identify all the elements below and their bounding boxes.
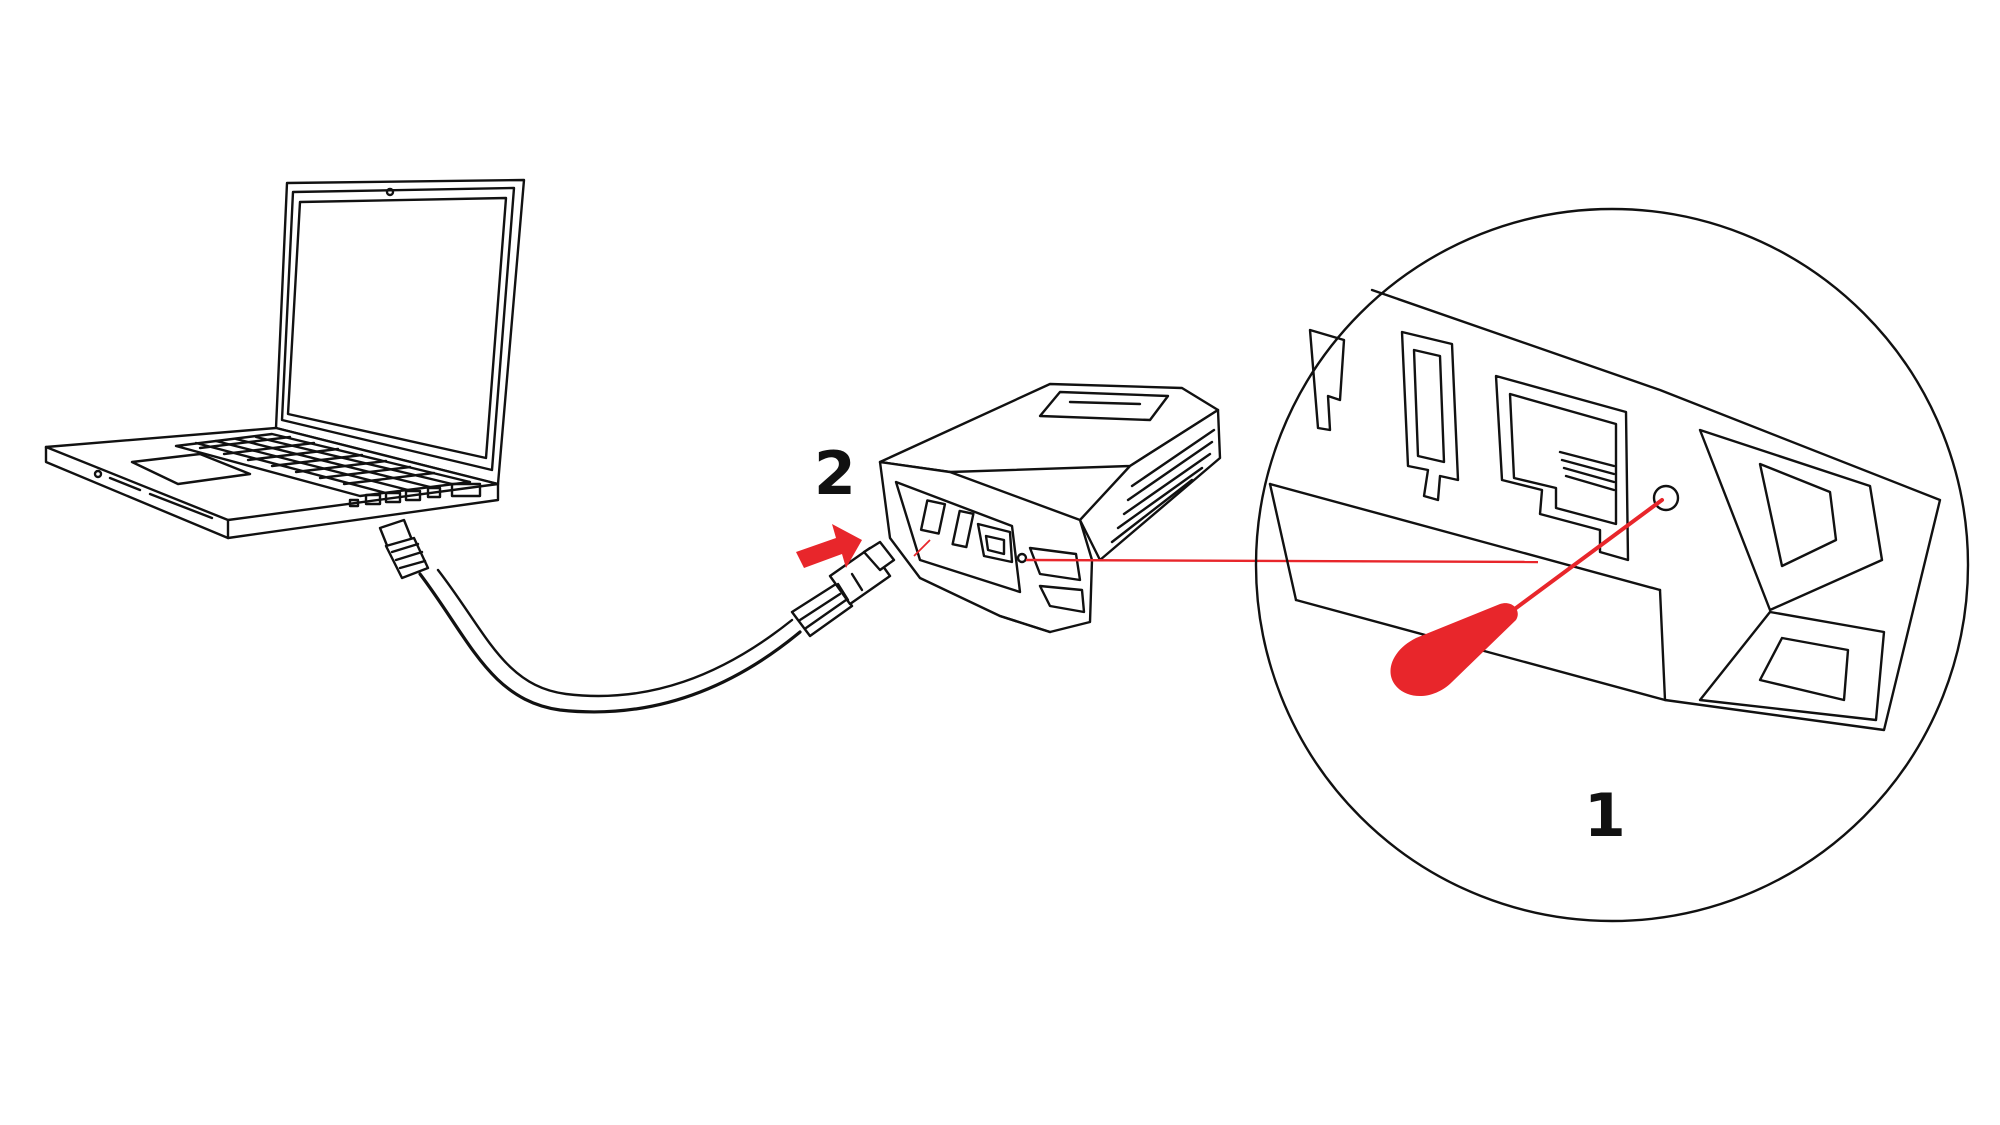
usb-cable-icon [378, 518, 896, 714]
arrow-right-icon [796, 524, 862, 568]
leader-line [1025, 558, 1539, 564]
diagnostic-interface-icon [878, 382, 1222, 634]
zoom-detail [1254, 207, 1970, 923]
laptop-ports [93, 469, 482, 520]
keyboard-grid [194, 435, 454, 495]
device-fins [1110, 428, 1216, 544]
step-label-2: 2 [814, 439, 856, 509]
reset-pin-icon [1390, 498, 1664, 697]
laptop-icon [44, 178, 526, 540]
device-ports [919, 499, 1028, 564]
device-leader [913, 539, 931, 557]
step-label-1: 1 [1584, 781, 1626, 851]
rj45-pins [1558, 450, 1616, 492]
